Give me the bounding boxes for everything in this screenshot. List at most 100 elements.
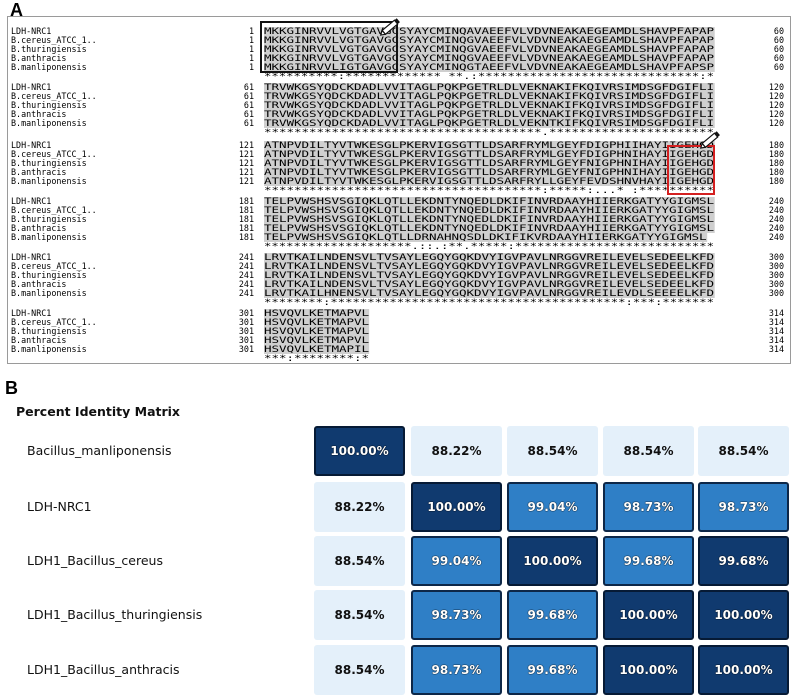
sequence-residues: HSVQVLKETMAPVL [264, 326, 369, 336]
end-position: 240 [768, 232, 784, 242]
start-position: 181 [238, 223, 254, 233]
end-position: 60 [773, 62, 784, 72]
end-position: 240 [768, 223, 784, 233]
matrix-row-label: Bacillus_manliponensis [27, 443, 172, 458]
matrix-cell: 99.68% [507, 590, 598, 640]
start-position: 241 [238, 279, 254, 289]
sequence-residues: HSVQVLKETMAPVL [264, 317, 369, 327]
end-position: 120 [768, 109, 784, 119]
start-position: 241 [238, 252, 254, 262]
start-position: 181 [238, 196, 254, 206]
sequence-name: B.anthracis [11, 279, 67, 289]
matrix-cell: 98.73% [603, 482, 694, 532]
sequence-name: LDH-NRC1 [11, 252, 52, 262]
start-position: 241 [238, 270, 254, 280]
end-position: 60 [773, 53, 784, 63]
panel-label-b: B [5, 378, 18, 398]
consensus-line: ********:*******************************… [264, 297, 714, 307]
sequence-residues: LRVTKAILNDENSVLTVSAYLEGQYGQKDVYIGVPAVLNR… [264, 261, 714, 271]
consensus-line: *************************************:**… [264, 185, 714, 195]
consensus-line: *************************************.**… [264, 127, 714, 137]
sequence-name: B.manliponensis [11, 232, 87, 242]
sequence-residues: MKKGINRVVLVGTGAVGCSYAYCMINQGVAEEFVLVDVNE… [264, 35, 714, 45]
sequence-residues: TRVWKGSYQDCKDADLVVITAGLPQKPGETRLDLVEKNAK… [264, 82, 714, 92]
end-position: 314 [768, 326, 784, 336]
sequence-residues: MKKGINRVVLVGTGAVGCSYAYCMINQGVAEEFVLVDVNE… [264, 44, 714, 54]
start-position: 181 [238, 205, 254, 215]
start-position: 241 [238, 261, 254, 271]
start-position: 241 [238, 288, 254, 298]
end-position: 120 [768, 91, 784, 101]
end-position: 314 [768, 317, 784, 327]
sequence-name: B.anthracis [11, 335, 67, 345]
matrix-cell: 88.54% [314, 590, 405, 640]
sequence-name: B.manliponensis [11, 288, 87, 298]
matrix-cell: 100.00% [603, 590, 694, 640]
consensus-line: **********:************* **.:***********… [264, 71, 714, 81]
start-position: 301 [238, 317, 254, 327]
end-position: 60 [773, 26, 784, 36]
sequence-residues: LRVTKAILHNENSVLTVSAYLEGQYGQKDVYIGVPAVLNR… [264, 288, 714, 298]
sequence-residues: MKKGINRVVLIGTGAVGCSYAYCMINQGTAEEFVLVDVNE… [264, 62, 714, 72]
sequence-name: B.cereus_ATCC_1.. [11, 91, 97, 101]
start-position: 121 [238, 140, 254, 150]
matrix-cell: 98.73% [698, 482, 789, 532]
sequence-name: B.cereus_ATCC_1.. [11, 205, 97, 215]
sequence-residues: MKKGINRVVLVGTGAVGCSYAYCMINQGVAEEFVLVDVNE… [264, 53, 714, 63]
start-position: 1 [248, 35, 254, 45]
start-position: 181 [238, 214, 254, 224]
alignment-row: B.cereus_ATCC_1.. 301 HSVQVLKETMAPVL 314 [8, 318, 790, 327]
alignment-row: B.cereus_ATCC_1.. 181 TELPVWSHSVSGIQKLQTLL… [8, 206, 790, 215]
sequence-name: LDH-NRC1 [11, 82, 52, 92]
sequence-residues: TRVWKGSYQDCKDADLVVITAGLPQKPGETRLDLVEKNAK… [264, 109, 714, 119]
conserved-region-highlight-black [260, 21, 398, 73]
end-position: 314 [768, 335, 784, 345]
consensus-line: ********************.::.:**.*****:******… [264, 241, 714, 251]
sequence-name: LDH-NRC1 [11, 140, 52, 150]
sequence-name: B.anthracis [11, 223, 67, 233]
matrix-row-label: LDH1_Bacillus_anthracis [27, 662, 180, 677]
sequence-residues: TELPVWSHSVSGIQKLQTLLEKDNTYNQEDLDKIFINVRD… [264, 196, 714, 206]
start-position: 301 [238, 326, 254, 336]
end-position: 300 [768, 252, 784, 262]
start-position: 1 [248, 26, 254, 36]
pen-icon [699, 131, 720, 149]
pen-icon [379, 18, 400, 36]
start-position: 1 [248, 53, 254, 63]
matrix-cell: 100.00% [698, 590, 789, 640]
matrix-cell: 99.04% [507, 482, 598, 532]
matrix-cell: 99.68% [507, 645, 598, 695]
matrix-cell: 100.00% [314, 426, 405, 476]
start-position: 121 [238, 167, 254, 177]
start-position: 181 [238, 232, 254, 242]
end-position: 180 [768, 149, 784, 159]
matrix-cell: 88.54% [314, 645, 405, 695]
sequence-residues: LRVTKAILNDENSVLTVSAYLEGQYGQKDVYIGVPAVLNR… [264, 270, 714, 280]
sequence-name: B.manliponensis [11, 344, 87, 354]
sequence-name: LDH-NRC1 [11, 196, 52, 206]
start-position: 61 [243, 91, 254, 101]
sequence-name: LDH-NRC1 [11, 26, 52, 36]
sequence-residues: TRVWKGSYQDCKDADLVVITAGLPQKPGETRLDLVEKNAK… [264, 91, 714, 101]
sequence-name: B.thuringiensis [11, 158, 87, 168]
end-position: 120 [768, 100, 784, 110]
sequence-name: B.manliponensis [11, 118, 87, 128]
sequence-residues: HSVQVLKETMAPVL [264, 335, 369, 345]
matrix-cell: 99.68% [698, 536, 789, 586]
sequence-residues: TELPVWSHSVSGIQKLQTLLEKDNTYNQEDLDKIFINVRD… [264, 205, 714, 215]
alignment-row: B.cereus_ATCC_1.. 61 TRVWKGSYQDCKDADLVVITA… [8, 92, 790, 101]
sequence-name: B.cereus_ATCC_1.. [11, 317, 97, 327]
